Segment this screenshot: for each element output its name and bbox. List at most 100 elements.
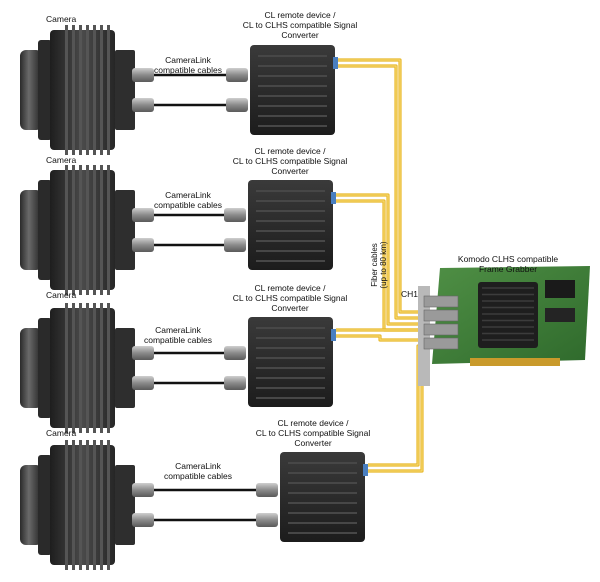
camera-rear-plate: [115, 465, 135, 545]
camera-fin: [79, 440, 82, 570]
grabber-pcie-edge: [470, 358, 560, 366]
camera-lens-ring: [38, 455, 52, 555]
converter-rib: [256, 357, 325, 359]
cameralink-cable: [132, 238, 246, 252]
cameralink-label-line2: compatible cables: [163, 471, 233, 481]
camera-lens-ring: [38, 318, 52, 418]
cable-connector: [224, 208, 246, 222]
cameralink-label-3: CameraLink compatible cables: [128, 325, 228, 345]
converter-fiber-port: [363, 464, 368, 476]
converter-label-line2: CL to CLHS compatible Signal: [255, 428, 371, 438]
camera-fin: [72, 25, 75, 155]
converter-rib: [258, 65, 327, 67]
converter-rib: [288, 532, 357, 534]
converter-rib: [256, 377, 325, 379]
fiber-cable-highlight: [336, 194, 425, 325]
cameralink-label-line1: CameraLink: [165, 55, 211, 65]
converter-1: [250, 45, 338, 135]
converter-rib: [256, 327, 325, 329]
camera-fin: [86, 165, 89, 295]
converter-label-line2: CL to CLHS compatible Signal: [242, 20, 358, 30]
fiber-cables-label: Fiber cables (up to 80 km): [370, 230, 390, 300]
cameralink-cable: [132, 68, 248, 82]
frame-grabber-label-line2: Frame Grabber: [478, 264, 538, 274]
converter-label-line3: Converter: [294, 438, 332, 448]
cameralink-label-line1: CameraLink: [165, 190, 211, 200]
fiber-cable: [338, 58, 425, 314]
fiber-cable-highlight: [338, 65, 425, 319]
converter-label-line3: Converter: [281, 30, 319, 40]
camera-rear-plate: [115, 328, 135, 408]
camera-fin: [79, 25, 82, 155]
converter-label-3: CL remote device / CL to CLHS compatible…: [215, 283, 365, 313]
cable-connector: [132, 208, 154, 222]
cameralink-label-line1: CameraLink: [155, 325, 201, 335]
converter-fiber-port: [331, 329, 336, 341]
cameralink-cable: [132, 376, 246, 390]
camera-fin: [93, 25, 96, 155]
camera-rear-plate: [115, 50, 135, 130]
converter-rib: [258, 95, 327, 97]
cable-connector: [132, 68, 154, 82]
fiber-cable-body: [336, 328, 427, 334]
cameralink-label-4: CameraLink compatible cables: [148, 461, 248, 481]
converter-rib: [256, 337, 325, 339]
frame-grabber: [418, 266, 590, 386]
camera-lens: [20, 190, 42, 270]
cable-connector: [132, 98, 154, 112]
cameras-layer: [20, 25, 135, 570]
camera-fin: [72, 440, 75, 570]
camera-fin: [100, 303, 103, 433]
camera-2: [20, 165, 135, 295]
cameralink-label-line2: compatible cables: [143, 335, 213, 345]
converter-label-2: CL remote device / CL to CLHS compatible…: [215, 146, 365, 176]
camera-rear-plate: [115, 190, 135, 270]
converter-2: [248, 180, 336, 270]
fiber-label-line1: Fiber cables: [370, 243, 379, 287]
converter-rib: [256, 200, 325, 202]
converter-rib: [258, 105, 327, 107]
converter-rib: [256, 190, 325, 192]
camera-lens: [20, 465, 42, 545]
camera-label-4: Camera: [46, 428, 77, 438]
cable-connector: [132, 376, 154, 390]
grabber-sfp-cage: [423, 337, 459, 350]
converter-label-line2: CL to CLHS compatible Signal: [232, 293, 348, 303]
converter-rib: [288, 472, 357, 474]
cable-connector: [226, 68, 248, 82]
converter-label-1: CL remote device / CL to CLHS compatible…: [225, 10, 375, 40]
converter-rib: [256, 367, 325, 369]
camera-fin: [107, 440, 110, 570]
converter-rib: [256, 230, 325, 232]
converter-body: [248, 317, 333, 407]
converter-fiber-port: [331, 192, 336, 204]
cameralink-label-2: CameraLink compatible cables: [138, 190, 238, 210]
converter-rib: [288, 502, 357, 504]
camera-fin: [100, 440, 103, 570]
camera-label-2: Camera: [46, 155, 77, 165]
fiber-cable-highlight: [338, 59, 425, 313]
camera-1: [20, 25, 135, 155]
camera-fin: [72, 303, 75, 433]
cable-connector: [224, 346, 246, 360]
fiber-label-line2: (up to 80 km): [379, 241, 388, 289]
camera-3: [20, 303, 135, 433]
converter-label-line1: CL remote device /: [264, 10, 336, 20]
cameralink-cable: [132, 208, 246, 222]
camera-fin: [107, 25, 110, 155]
camera-fin: [86, 303, 89, 433]
camera-fin: [107, 165, 110, 295]
converter-rib: [288, 482, 357, 484]
cable-connector: [256, 513, 278, 527]
cable-connector: [256, 483, 278, 497]
converter-label-line2: CL to CLHS compatible Signal: [232, 156, 348, 166]
converter-label-line3: Converter: [271, 303, 309, 313]
fiber-cable: [336, 328, 427, 334]
cameralink-cable: [132, 513, 278, 527]
camera-fin: [65, 165, 68, 295]
converter-label-4: CL remote device / CL to CLHS compatible…: [238, 418, 388, 448]
converter-rib: [258, 85, 327, 87]
camera-lens: [20, 50, 42, 130]
